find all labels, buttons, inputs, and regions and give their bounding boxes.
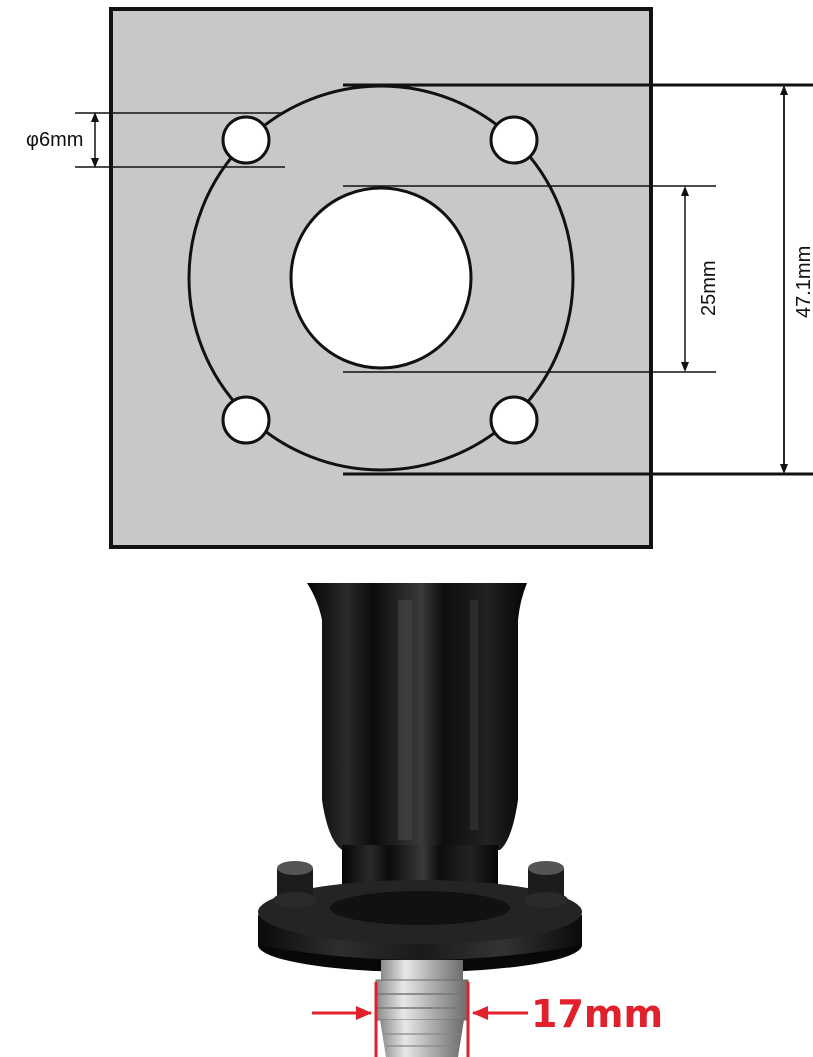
- bolt-hole-top-right: [489, 115, 539, 165]
- product-illustration: 17mm: [258, 583, 663, 1057]
- silver-fitting: [375, 960, 469, 1057]
- upper-tube: [307, 583, 527, 850]
- fitting-dimension: [312, 982, 528, 1057]
- bolt-right: [524, 861, 568, 908]
- center-hole-label: 25mm: [698, 260, 720, 316]
- bolt-left: [273, 861, 317, 908]
- bolt-hole-bottom-right: [489, 395, 539, 445]
- tube-highlight-2: [470, 600, 478, 830]
- bolt-hole-label: φ6mm: [26, 129, 83, 151]
- fitting-label: 17mm: [531, 992, 663, 1036]
- bolt-hole-dimension: [75, 112, 285, 168]
- tube-highlight: [398, 600, 412, 840]
- bolt-circle-dimension: [343, 83, 813, 476]
- bolt-hole-bottom-left: [221, 395, 271, 445]
- center-hole: [289, 186, 473, 370]
- flange-top-inner: [330, 891, 510, 925]
- bolt-circle-label: 47.1mm: [793, 246, 813, 318]
- center-hole-dimension: [343, 185, 716, 373]
- bolt-hole-top-left: [221, 115, 271, 165]
